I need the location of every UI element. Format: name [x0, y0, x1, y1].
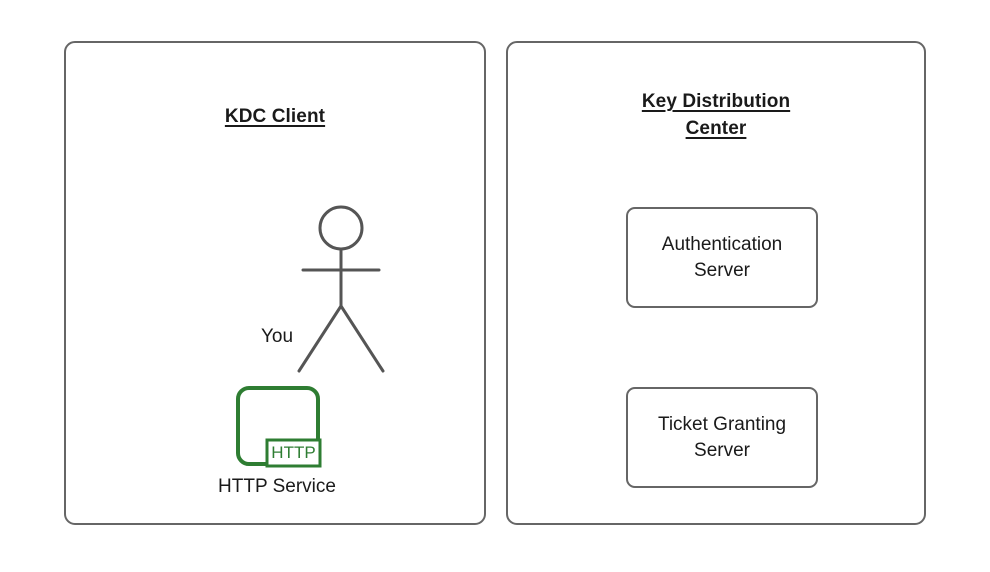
http-badge-label: HTTP	[271, 443, 315, 462]
kdc-title-line-2: Center	[685, 118, 747, 139]
key-distribution-center-panel-title: Key Distribution Center	[508, 88, 924, 142]
http-badge-box	[265, 438, 322, 468]
http-service-label: HTTP Service	[218, 476, 336, 497]
stick-figure-actor-icon	[297, 205, 385, 373]
kdc-title-line-1: Key Distribution	[641, 91, 791, 112]
authentication-server-label: Authentication Server	[661, 233, 783, 281]
key-distribution-center-panel: Key Distribution Center Authentication S…	[506, 41, 926, 525]
kdc-client-panel: KDC Client You HTTP HTTP Service	[64, 41, 486, 525]
actor-right-leg-line	[339, 304, 385, 373]
authentication-server-box: Authentication Server	[626, 207, 818, 308]
actor-left-leg-line	[297, 304, 343, 373]
kdc-client-panel-title-text: KDC Client	[224, 106, 326, 127]
http-service-icon: HTTP	[236, 386, 322, 468]
kdc-client-panel-title: KDC Client	[66, 103, 484, 130]
actor-head-icon	[318, 205, 364, 251]
ticket-granting-server-box: Ticket Granting Server	[626, 387, 818, 488]
ticket-granting-server-label: Ticket Granting Server	[657, 413, 787, 461]
actor-label: You	[260, 326, 294, 347]
